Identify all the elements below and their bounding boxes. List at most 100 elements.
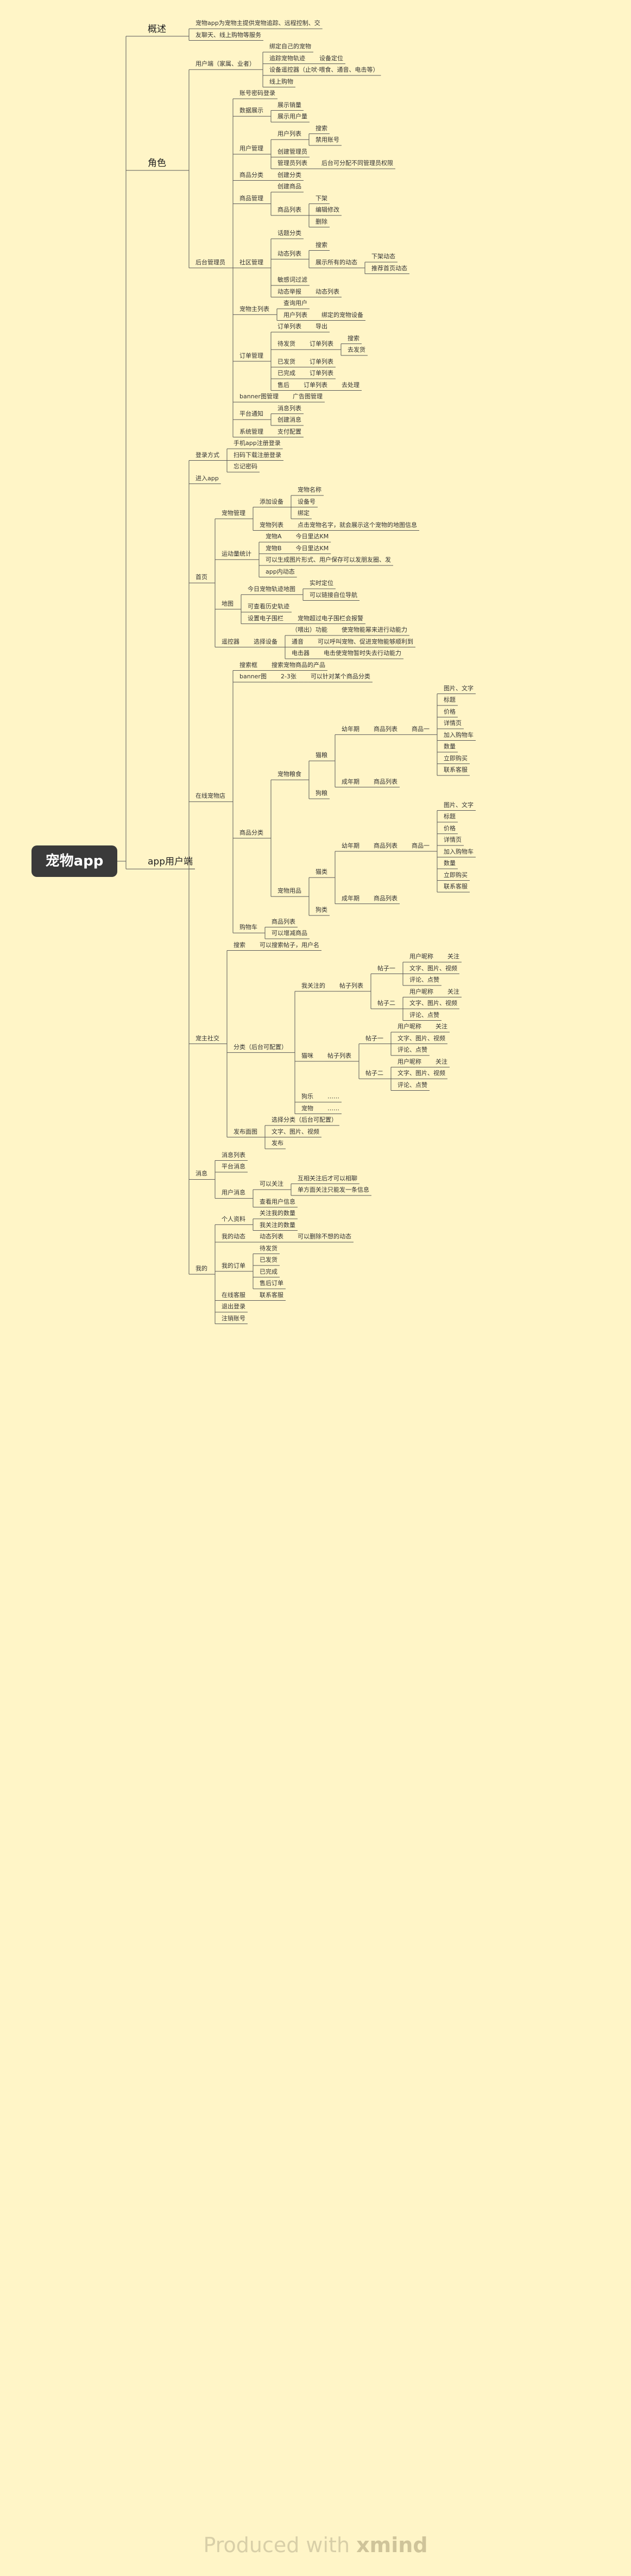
node-2-3-2-1-1[interactable]: 狗类: [316, 906, 327, 913]
node-2-3-1-0[interactable]: 2-3张: [280, 673, 296, 680]
node-2-3-3[interactable]: 购物车: [239, 924, 257, 931]
node-2-5-2-0-1[interactable]: 单方面关注只能发一条信息: [298, 1186, 369, 1193]
node-2-6[interactable]: 我的: [195, 1265, 207, 1273]
node-2-4-1-0-0-0-0[interactable]: 用户昵称: [409, 953, 433, 960]
node-2-4-1-2[interactable]: 狗乐: [301, 1093, 313, 1100]
node-2-3-2-1-0-1[interactable]: 成年期: [342, 894, 359, 902]
node-1-1-7-0[interactable]: 订单列表: [277, 323, 301, 330]
node-2-2-1-0[interactable]: 宠物A: [266, 533, 282, 540]
node-1-1-5-1[interactable]: 动态列表: [277, 250, 301, 257]
node-2-4-1-1-0-0-1[interactable]: 文字、图片、视频: [397, 1034, 445, 1042]
node-1-1-9-1[interactable]: 创建消息: [277, 416, 301, 423]
node-1-1-7-4-0-0[interactable]: 去处理: [342, 381, 359, 389]
node-1-1-7-2-0[interactable]: 订单列表: [310, 358, 333, 365]
node-2-2[interactable]: 首页: [195, 574, 207, 581]
node-1-1-2-0-0[interactable]: 搜索: [316, 124, 327, 132]
node-2-5-2[interactable]: 用户消息: [222, 1189, 245, 1197]
node-2-4-1-1-0-0-2[interactable]: 评论、点赞: [397, 1046, 427, 1053]
node-2-6-1-0-0[interactable]: 可以删除不想的动态: [298, 1233, 351, 1240]
node-2-4-1-0-0-1-1[interactable]: 文字、图片、视频: [409, 1000, 457, 1007]
node-2-2-0-1[interactable]: 宠物列表: [260, 521, 283, 529]
node-2-3-2-0-0-0-0-0-1[interactable]: 标题: [444, 696, 456, 703]
node-2-2-3-0-1-0[interactable]: 可以呼叫宠物、促进宠物能够顺利到: [318, 638, 413, 645]
root-node-pet-app[interactable]: 宠物app: [31, 845, 117, 877]
node-1-1-2[interactable]: 用户管理: [239, 145, 263, 152]
node-2-4-1-1-0-0[interactable]: 帖子一: [365, 1034, 383, 1042]
node-1-1-1-1[interactable]: 展示用户量: [277, 113, 307, 120]
node-2-3-2-1-0-0-0-0[interactable]: 商品一: [412, 842, 430, 849]
node-1-1-9[interactable]: 平台通知: [239, 410, 263, 418]
node-2-3-2-1-0-0-0-0-5[interactable]: 数量: [444, 860, 456, 867]
node-1-1-4-1-2[interactable]: 删除: [316, 218, 327, 225]
node-1-1-0[interactable]: 账号密码登录: [239, 90, 275, 97]
node-1-1-7[interactable]: 订单管理: [239, 352, 263, 359]
node-1-1-2-0-1[interactable]: 禁用账号: [316, 136, 339, 143]
node-2-4-1-0-0-0[interactable]: 帖子一: [377, 964, 395, 972]
node-2-2-2-0[interactable]: 今日宠物轨迹地图: [248, 585, 295, 593]
node-1-1-7-0-0[interactable]: 导出: [316, 323, 327, 330]
node-2-3-2-0-1[interactable]: 狗粮: [316, 790, 327, 797]
node-2-4-1-0[interactable]: 我关注的: [301, 982, 325, 989]
node-2-3-2-0-0[interactable]: 猫粮: [316, 752, 327, 759]
node-0[interactable]: 概述: [148, 23, 166, 35]
node-1-1-5-1-1-1[interactable]: 推荐首页动态: [371, 264, 407, 272]
node-1-1-6[interactable]: 宠物主列表: [239, 305, 269, 313]
node-1-1-7-1[interactable]: 待发货: [277, 340, 295, 348]
node-1-1-5-3[interactable]: 动态举报: [277, 288, 301, 295]
node-2-2-1-1-0[interactable]: 今日里达KM: [295, 544, 329, 552]
node-1-1-10-0[interactable]: 支付配置: [277, 428, 301, 435]
node-2-0-1[interactable]: 扫码下载注册登录: [234, 451, 281, 459]
node-2-2-0-1-0[interactable]: 点击宠物名字，就会展示这个宠物的地图信息: [298, 521, 417, 529]
node-1-1-5-1-0[interactable]: 搜索: [316, 241, 327, 249]
node-1[interactable]: 角色: [148, 158, 166, 169]
node-2-6-3[interactable]: 在线客服: [222, 1291, 245, 1299]
node-1-0-1[interactable]: 追踪宠物轨迹: [269, 54, 305, 62]
node-1-1-2-2[interactable]: 管理员列表: [277, 160, 307, 167]
node-1-1-5-1-1[interactable]: 展示所有的动态: [316, 258, 357, 266]
node-2-3-2-0-0-1-0[interactable]: 商品列表: [374, 778, 397, 785]
node-1-1-6-0[interactable]: 查询用户: [283, 300, 307, 307]
node-1-1-1-0[interactable]: 展示销量: [277, 101, 301, 109]
node-2-3-2-0-0-0-0-0-7[interactable]: 联系客服: [444, 766, 468, 773]
node-2-4-1-0-0-1-0-0[interactable]: 关注: [447, 988, 459, 995]
node-2-3-2-1[interactable]: 宠物用品: [277, 887, 301, 895]
node-2-4-1-1-0-1-0[interactable]: 用户昵称: [397, 1058, 421, 1065]
node-2-2-3-0-1[interactable]: 通音: [292, 638, 304, 645]
node-2-5-2-1[interactable]: 查看用户信息: [260, 1198, 295, 1205]
node-1-0-3[interactable]: 线上购物: [269, 78, 293, 85]
node-2-2-0-0[interactable]: 添加设备: [260, 498, 283, 505]
node-2-4-1-1-0[interactable]: 帖子列表: [327, 1052, 351, 1059]
node-1-1-4-1[interactable]: 商品列表: [277, 206, 301, 213]
node-2-5-2-0-0[interactable]: 互相关注后才可以相聊: [298, 1174, 357, 1182]
node-2-2-2[interactable]: 地图: [222, 600, 234, 607]
node-2-2-3-0-0-0[interactable]: 使宠物能幂来进行动能力: [342, 626, 407, 633]
node-2-3-2-1-0-1-0[interactable]: 商品列表: [374, 894, 397, 902]
node-2-3-2-1-0-0-0[interactable]: 商品列表: [374, 842, 397, 849]
node-2-4-0[interactable]: 搜索: [234, 941, 245, 949]
node-2-4-2-2[interactable]: 发布: [272, 1140, 283, 1147]
node-1-1-2-0[interactable]: 用户列表: [277, 130, 301, 138]
node-2-6-2-2[interactable]: 已完成: [260, 1268, 277, 1275]
node-2-3-2-0[interactable]: 宠物粮食: [277, 771, 301, 778]
node-1-1-7-1-0[interactable]: 订单列表: [310, 340, 333, 348]
node-2-4-1-0-0-1-2[interactable]: 评论、点赞: [409, 1011, 439, 1019]
node-2-4-1-2-0[interactable]: ……: [327, 1093, 339, 1100]
node-2-5[interactable]: 消息: [195, 1170, 207, 1178]
node-2-6-5[interactable]: 注销账号: [222, 1314, 245, 1322]
node-1-1-7-3[interactable]: 已完成: [277, 370, 295, 377]
node-2-2-1-1[interactable]: 宠物B: [266, 544, 282, 552]
node-1-1-7-4[interactable]: 售后: [277, 381, 289, 389]
node-2-3-3-0[interactable]: 商品列表: [272, 918, 295, 925]
node-1-0-0[interactable]: 绑定自己的宠物: [269, 43, 311, 50]
node-2-4-0-0[interactable]: 可以搜索帖子，用户名: [260, 941, 319, 949]
node-1-1-4-0[interactable]: 创建商品: [277, 183, 301, 190]
node-2-2-2-0-1[interactable]: 可以链接自位导航: [310, 591, 357, 599]
node-2-4-2-0[interactable]: 选择分类（后台可配置）: [272, 1116, 337, 1123]
node-2-2-1-2[interactable]: 可以生成图片形式、用户保存可以发朋友圈、发: [266, 556, 391, 563]
node-2[interactable]: app用户端: [148, 856, 193, 868]
node-1-1-5-3-0[interactable]: 动态列表: [316, 288, 339, 295]
node-2-2-0-0-2[interactable]: 绑定: [298, 510, 310, 517]
node-2-2-3-0[interactable]: 选择设备: [254, 638, 277, 645]
node-1-1-5-0[interactable]: 话题分类: [277, 230, 301, 237]
node-1-1-8-0[interactable]: 广告图管理: [292, 393, 323, 400]
